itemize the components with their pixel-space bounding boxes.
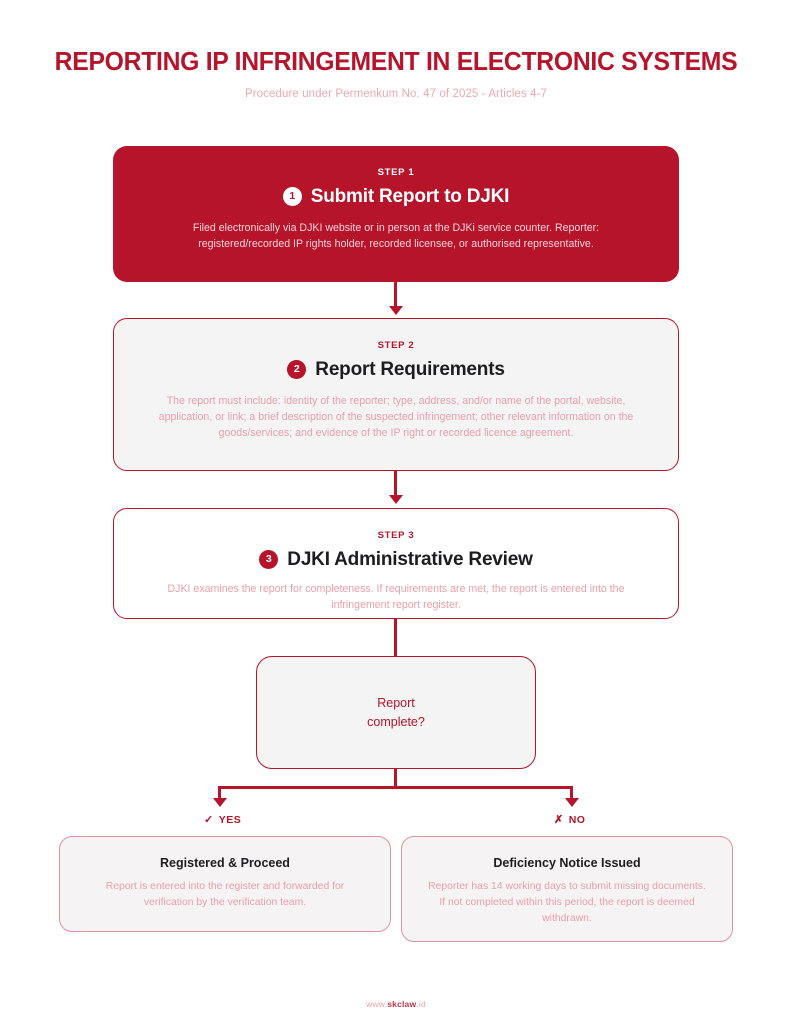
step-1-headline: 1 Submit Report to DJKI <box>113 185 679 207</box>
step-2-eyebrow: STEP 2 <box>377 340 415 351</box>
connector-step2-step3 <box>394 471 397 501</box>
step-3-title: DJKI Administrative Review <box>287 548 533 570</box>
branch-yes-text: YES <box>218 814 242 826</box>
step-1-title: Submit Report to DJKI <box>310 185 510 207</box>
decision-line-1: Report <box>377 696 415 711</box>
step-2-body: The report must include: identity of the… <box>158 394 634 440</box>
outcome-1-title: Registered & Proceed <box>160 856 290 870</box>
step-1-badge: 1 <box>282 186 302 206</box>
footer-suffix: .id <box>416 999 426 1009</box>
footer-brand: skclaw <box>387 999 417 1009</box>
step-3-headline: 3 DJKI Administrative Review <box>114 548 678 570</box>
branch-label-yes: ✓ YES <box>204 814 241 826</box>
decision-line-2: complete? <box>367 714 425 729</box>
step-3-badge: 3 <box>259 549 279 569</box>
footer: www.skclaw.id <box>0 999 792 1009</box>
connector-step2-step3-arrow <box>389 495 403 504</box>
step-2-badge: 2 <box>287 359 307 379</box>
connector-branch-yes-arrow <box>213 798 227 807</box>
connector-branch-no-arrow <box>565 798 579 807</box>
connector-branch-bar <box>218 786 573 789</box>
cross-icon: ✗ <box>554 813 564 826</box>
connector-decision-stem <box>394 769 397 788</box>
outcome-card-registered[interactable]: Registered & Proceed Report is entered i… <box>59 836 391 932</box>
step-card-1[interactable]: STEP 1 1 Submit Report to DJKI Filed ele… <box>113 146 679 282</box>
step-1-eyebrow: STEP 1 <box>377 167 415 178</box>
branch-label-no: ✗ NO <box>554 814 585 826</box>
header: REPORTING IP INFRINGEMENT IN ELECTRONIC … <box>0 48 792 100</box>
check-icon: ✓ <box>204 813 214 826</box>
page-subtitle: Procedure under Permenkum No. 47 of 2025… <box>244 88 548 101</box>
outcome-2-title: Deficiency Notice Issued <box>493 856 641 870</box>
step-3-body: DJKI examines the report for completenes… <box>167 582 625 611</box>
step-card-2[interactable]: STEP 2 2 Report Requirements The report … <box>113 318 679 471</box>
decision-label: Report complete? <box>367 694 425 730</box>
decision-node-report-complete[interactable]: Report complete? <box>256 656 536 769</box>
connector-branch-no <box>570 786 573 801</box>
connector-step3-decision <box>394 619 397 657</box>
footer-prefix: www. <box>366 999 388 1009</box>
outcome-card-deficiency[interactable]: Deficiency Notice Issued Reporter has 14… <box>401 836 733 942</box>
step-card-3[interactable]: STEP 3 3 DJKI Administrative Review DJKI… <box>113 508 679 619</box>
outcome-1-body: Report is entered into the register and … <box>105 880 345 908</box>
step-2-title: Report Requirements <box>315 358 505 380</box>
step-3-eyebrow: STEP 3 <box>377 530 415 541</box>
page-title: REPORTING IP INFRINGEMENT IN ELECTRONIC … <box>54 48 738 76</box>
step-2-headline: 2 Report Requirements <box>114 358 678 380</box>
outcome-2-body: Reporter has 14 working days to submit m… <box>428 880 706 924</box>
connector-step1-step2-arrow <box>389 306 403 315</box>
connector-branch-yes <box>218 786 221 801</box>
step-1-body: Filed electronically via DJKI website or… <box>192 221 600 250</box>
connector-step1-step2 <box>394 282 397 312</box>
branch-no-text: NO <box>568 814 586 826</box>
